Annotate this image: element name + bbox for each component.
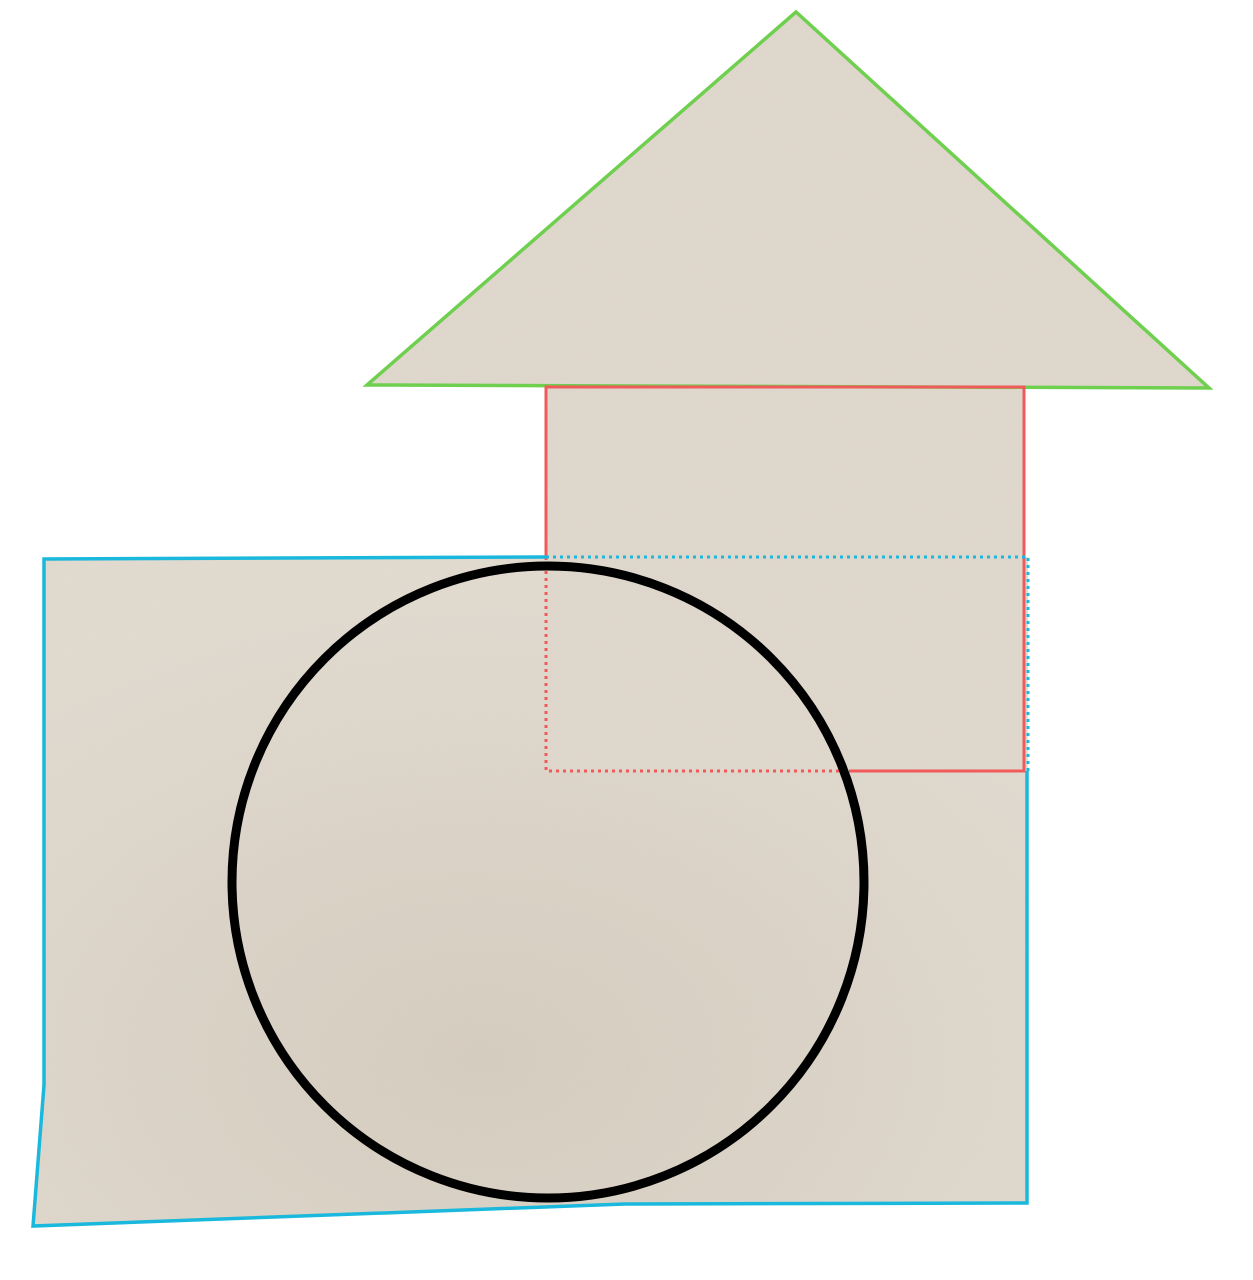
rectangle-outline-hidden xyxy=(546,555,1030,771)
rectangle-outline-visible xyxy=(31,555,1029,1228)
square-outline-visible xyxy=(544,385,1026,773)
square-outline-hidden xyxy=(544,557,849,773)
square-shape xyxy=(546,387,1024,771)
triangle-shape xyxy=(362,9,1214,390)
square-fill xyxy=(546,387,1024,771)
triangle-fill xyxy=(367,12,1209,388)
circle-shape xyxy=(227,561,869,1203)
